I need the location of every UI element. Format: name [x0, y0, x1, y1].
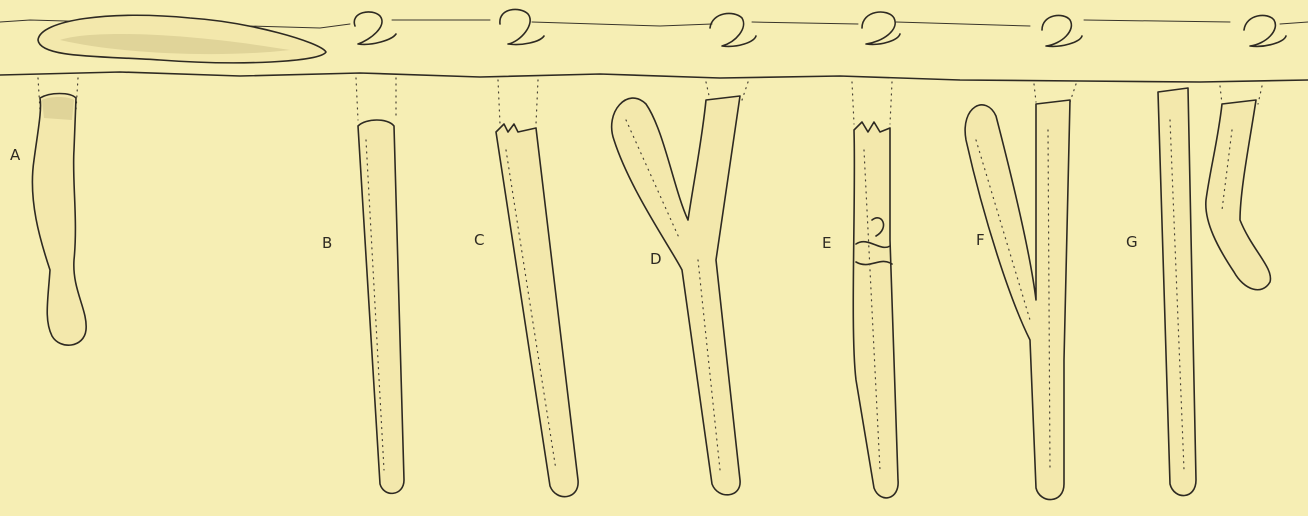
- ground-line: [0, 72, 1308, 82]
- specimen-e: [852, 82, 898, 498]
- label-e: E: [822, 234, 831, 252]
- hook-shapes: [354, 9, 1286, 46]
- specimen-b: [356, 78, 404, 493]
- specimen-c: [496, 80, 578, 497]
- label-c: C: [474, 231, 484, 249]
- label-f: F: [976, 231, 985, 249]
- label-b: B: [322, 234, 332, 252]
- specimen-d: [612, 82, 748, 495]
- label-a: A: [10, 146, 21, 164]
- label-g: G: [1126, 233, 1138, 251]
- seed-body: [38, 15, 326, 63]
- label-d: D: [650, 250, 662, 268]
- specimen-f: [965, 84, 1076, 500]
- specimen-a: [32, 78, 86, 345]
- specimen-g: [1158, 86, 1270, 496]
